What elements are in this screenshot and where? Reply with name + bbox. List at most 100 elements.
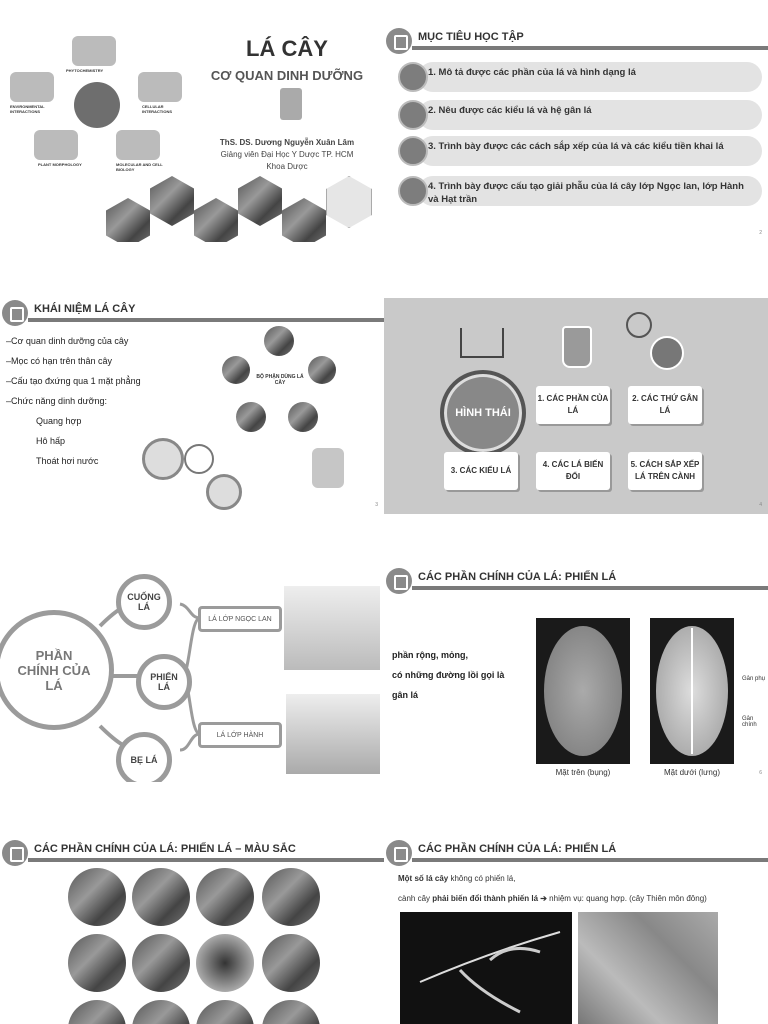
header-bar	[412, 858, 768, 862]
monocot-diagram	[286, 694, 380, 774]
diagram-node-icon	[10, 72, 54, 102]
label-secondary-vein: Gân phụ	[742, 676, 766, 682]
page-number: 6	[759, 770, 762, 776]
hex-image	[150, 176, 194, 226]
hex-image	[194, 198, 238, 242]
leaf-color-photo	[132, 934, 190, 992]
slide-title-text: LÁ CÂY	[246, 36, 328, 61]
page-number: 2	[759, 230, 762, 236]
page-number: 4	[759, 502, 762, 508]
slide-heading: CÁC PHẦN CHÍNH CỦA LÁ: PHIẾN LÁ – MÀU SẮ…	[34, 843, 296, 855]
slide-concept: KHÁI NIỆM LÁ CÂY –Cơ quan dinh dưỡng của…	[0, 298, 384, 514]
leaf-color-photo	[196, 868, 254, 926]
diagram-label: CELLULAR INTERACTIONS	[142, 104, 172, 114]
menu-button-modified[interactable]: 4. CÁC LÁ BIẾN ĐỔI	[536, 452, 610, 490]
diagram-node-icon	[138, 72, 182, 102]
diagram-label: ENVIRONMENTAL INTERACTIONS	[10, 104, 45, 114]
asparagus-photo	[400, 912, 572, 1024]
menu-button-types[interactable]: 3. CÁC KIỂU LÁ	[444, 452, 518, 490]
diagram-node-icon	[34, 130, 78, 160]
leaf-bottom-photo	[650, 618, 734, 764]
flask-icon	[398, 100, 428, 130]
process-cycle	[140, 434, 242, 510]
slide-title: PHYTOCHEMISTRY ENVIRONMENTAL INTERACTION…	[0, 26, 384, 242]
menu-button-veins[interactable]: 2. CÁC THỨ GÂN LÁ	[628, 386, 702, 424]
asparagus-stem-illustration	[419, 931, 561, 1014]
slide-objectives: MỤC TIÊU HỌC TẬP 1. Mô tả được các phần …	[384, 26, 768, 242]
diagram-label: PLANT MORPHOLOGY	[38, 162, 82, 167]
objective-item: 2. Nêu được các kiểu lá và hệ gân lá	[398, 98, 762, 130]
round-flask-icon	[650, 336, 684, 370]
author-position: Giảng viên Đại Học Y Dược TP. HCM	[220, 150, 354, 159]
menu-button-parts[interactable]: 1. CÁC PHẦN CỦA LÁ	[536, 386, 610, 424]
slide-leaf-blade: CÁC PHẦN CHÍNH CỦA LÁ: PHIẾN LÁ phần rộn…	[384, 566, 768, 782]
class-monocot: LÁ LỚP HÀNH	[198, 722, 282, 748]
label-main-vein: Gân chính	[742, 716, 757, 728]
function-item: Hô hấp	[36, 436, 66, 446]
diagram-label: PHYTOCHEMISTRY	[66, 68, 104, 73]
concept-item: –Cấu tạo đxứng qua 1 mặt phẳng	[6, 376, 141, 386]
menu-button-arrangement[interactable]: 5. CÁCH SẮP XẾP LÁ TRÊN CÀNH	[628, 452, 702, 490]
slide-morphology-menu: HÌNH THÁI 1. CÁC PHẦN CỦA LÁ 2. CÁC THỨ …	[384, 298, 768, 514]
header-bar	[28, 858, 384, 862]
hex-image	[282, 198, 326, 242]
author: ThS. DS. Dương Nguyễn Xuân Lâm	[219, 138, 355, 147]
objective-text: 4. Trình bày được cấu tạo giải phẫu của …	[428, 181, 744, 205]
node-blade: PHIẾN LÁ	[136, 654, 192, 710]
slide-header: CÁC PHẦN CHÍNH CỦA LÁ: PHIẾN LÁ – MÀU SẮ…	[0, 838, 384, 866]
page-number: 3	[375, 502, 378, 508]
cycle-diagram: BỘ PHẬN DÙNG LÁ CÂY	[220, 326, 340, 438]
blade-description: có những đường lồi gọi là	[392, 670, 505, 680]
molecule-circle-icon	[184, 444, 214, 474]
slide-leaf-parts: PHẦN CHÍNH CỦA LÁ CUỐNG LÁ PHIẾN LÁ BẸ L…	[0, 566, 384, 782]
logo-icon	[386, 28, 412, 54]
leaf-color-photo	[68, 934, 126, 992]
cycle-image	[288, 402, 318, 432]
diagram-circle: PHYTOCHEMISTRY ENVIRONMENTAL INTERACTION…	[10, 34, 190, 174]
flask-icon	[562, 326, 592, 368]
slide-header: CÁC PHẦN CHÍNH CỦA LÁ: PHIẾN LÁ	[384, 838, 768, 866]
cycle-image	[236, 402, 266, 432]
leaf-color-photo	[132, 868, 190, 926]
blade-description: gân lá	[392, 690, 419, 700]
logo-icon	[2, 300, 28, 326]
slide-header: KHÁI NIỆM LÁ CÂY	[0, 298, 384, 326]
leaf-color-photo	[68, 868, 126, 926]
hex-image	[238, 176, 282, 226]
cycle-image	[308, 356, 336, 384]
objective-text: 2. Nêu được các kiểu lá và hệ gân lá	[428, 105, 592, 116]
slide-leafless: CÁC PHẦN CHÍNH CỦA LÁ: PHIẾN LÁ Một số l…	[384, 838, 768, 1024]
hex-image	[326, 176, 372, 228]
flask-icon	[398, 62, 428, 92]
faculty: Khoa Dược	[266, 162, 308, 171]
caption-bottom-side: Mặt dưới (lưng)	[664, 768, 720, 777]
caption-top-side: Mặt trên (bụng)	[555, 768, 611, 777]
asparagus-closeup-photo	[578, 912, 718, 1024]
slide-heading: CÁC PHẦN CHÍNH CỦA LÁ: PHIẾN LÁ	[418, 571, 617, 583]
cycle-image	[222, 356, 250, 384]
leaf-color-photo	[262, 1000, 320, 1024]
slide-heading: CÁC PHẦN CHÍNH CỦA LÁ: PHIẾN LÁ	[418, 843, 617, 855]
bottle-icon	[280, 88, 302, 120]
diagram-label: MOLECULAR AND CELL BIOLOGY	[116, 162, 163, 172]
objective-item: 3. Trình bày được các cách sắp xếp của l…	[398, 134, 762, 166]
blade-description: phần rộng, mỏng,	[392, 650, 468, 660]
test-tube-rack-icon	[460, 328, 504, 358]
leafless-line-1: Một số lá cây không có phiến lá,	[398, 874, 516, 883]
leaf-color-photo	[68, 1000, 126, 1024]
plant-pot-icon	[312, 448, 344, 488]
hex-image	[106, 198, 150, 242]
leaf-circle-icon	[142, 438, 184, 480]
leaf-top-photo	[536, 618, 630, 764]
leaf-color-photo	[262, 868, 320, 926]
objective-text: 1. Mô tả được các phần của lá và hình dạ…	[428, 67, 636, 78]
leaf-color-photo	[196, 1000, 254, 1024]
concept-item: –Chức năng dinh dưỡng:	[6, 396, 108, 406]
objective-item: 4. Trình bày được cấu tạo giải phẫu của …	[398, 174, 762, 206]
node-leaf-main-parts: PHẦN CHÍNH CỦA LÁ	[0, 610, 114, 730]
logo-icon	[2, 840, 28, 866]
morphology-center[interactable]: HÌNH THÁI	[440, 370, 526, 456]
function-item: Thoát hơi nước	[36, 456, 99, 466]
concept-item: –Cơ quan dinh dưỡng của cây	[6, 336, 129, 346]
leaf-color-photo	[196, 934, 254, 992]
